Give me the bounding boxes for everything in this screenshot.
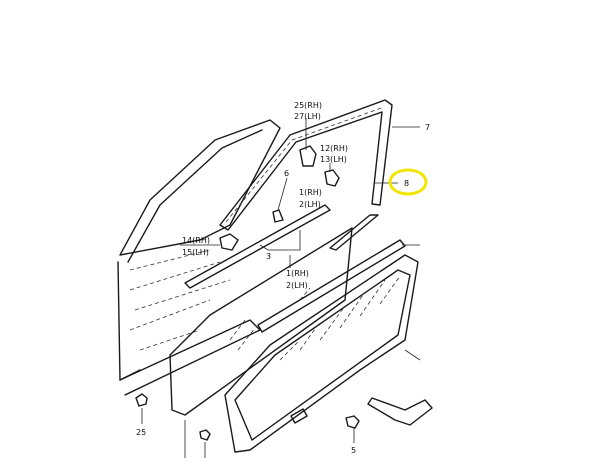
window-glass — [169, 227, 353, 416]
callout-25: 25 — [136, 428, 146, 437]
callout-14-15: 14(RH)15(LH) — [182, 236, 210, 257]
clip-25 — [135, 393, 148, 407]
belt-weatherstrip — [184, 204, 331, 289]
callout-3: 3 — [266, 252, 271, 261]
inner-belt-strip — [257, 239, 406, 333]
callout-7: 7 — [425, 123, 430, 132]
callout-8: 8 — [404, 179, 409, 188]
highlight-circle — [388, 168, 428, 196]
door-trim-panel — [224, 254, 419, 453]
rear-channel-strip — [329, 214, 379, 251]
part-14-15 — [219, 233, 239, 251]
callout-1-2-upper: 1(RH)2(LH) — [299, 188, 322, 209]
part-12-13 — [324, 169, 340, 187]
glass-shading — [229, 287, 311, 351]
door-frame-drawing — [117, 119, 281, 396]
clip-5 — [345, 415, 360, 429]
callout-6: 6 — [284, 169, 289, 178]
clip-24 — [199, 429, 211, 441]
window-run-channel — [219, 99, 393, 231]
callout-12-13: 12(RH)13(LH) — [320, 144, 348, 164]
leader-lines — [141, 118, 421, 458]
callout-25-27: 25(RH)27(LH) — [294, 101, 322, 121]
callout-5: 5 — [351, 446, 356, 455]
part-6 — [272, 209, 284, 223]
part-25-27 — [299, 145, 317, 167]
door-handle — [367, 397, 433, 426]
callout-1-2-lower: 1(RH)2(LH) — [286, 269, 309, 290]
